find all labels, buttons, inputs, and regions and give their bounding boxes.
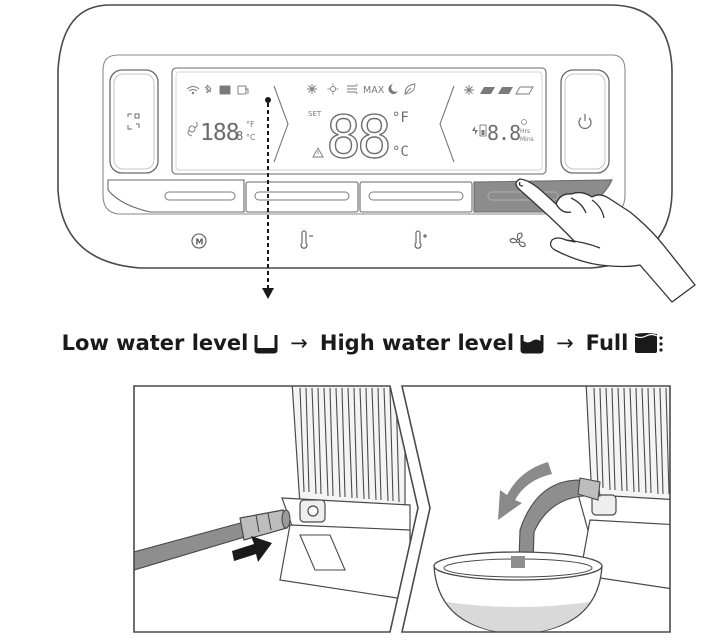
- left-chevron: [273, 85, 289, 163]
- left-temp-digits: 188: [200, 120, 239, 146]
- left-temp-small-digit: 8: [236, 129, 243, 143]
- swap-icon: [127, 113, 140, 130]
- warning-icon: [312, 147, 324, 158]
- left-side-button[interactable]: [109, 69, 159, 174]
- fan-speed-icon: [464, 85, 534, 95]
- mode-button[interactable]: [164, 191, 236, 201]
- fan-icon: [509, 232, 526, 248]
- arrow-1: →: [290, 331, 308, 355]
- high-water-level-label: High water level: [319, 331, 515, 355]
- high-water-icon: [520, 335, 544, 354]
- bluetooth-icon: [204, 84, 212, 94]
- power-icon: [578, 114, 592, 129]
- timer-icon: [521, 119, 527, 125]
- sun-icon: [327, 83, 339, 95]
- hrs-label: Hrs: [520, 128, 530, 135]
- full-water-icon: [635, 333, 663, 353]
- status-icons: [186, 84, 249, 95]
- max-label: MAX: [363, 85, 385, 96]
- temp-down-button[interactable]: [254, 191, 350, 201]
- water-tank-icon: [219, 85, 231, 95]
- hose-connect-panel: [133, 385, 419, 633]
- timer-digits: 8.8: [487, 121, 520, 145]
- temp-down-icon: [300, 230, 313, 249]
- lcd-display: [171, 67, 547, 175]
- svg-text:M: M: [196, 238, 204, 247]
- set-label: SET: [308, 110, 322, 118]
- fan-humidity-icon: [187, 121, 198, 137]
- clean-filter-icon: [237, 85, 249, 95]
- control-panel-illustration: 188 8 °F °C MAX SET 88 °F °C 8.8 Hrs Min…: [57, 4, 696, 303]
- pointing-hand: [515, 178, 696, 303]
- main-unit-c: °C: [392, 144, 409, 160]
- temp-up-button[interactable]: [368, 191, 464, 201]
- low-water-level-label: Low water level: [61, 331, 249, 355]
- main-unit-f: °F: [392, 110, 409, 126]
- mode-icons: [307, 83, 358, 95]
- leaf-icon: [404, 83, 416, 95]
- arrow-2: →: [556, 331, 574, 355]
- low-water-icon: [254, 335, 278, 354]
- water-level-caption: Low water level → High water level → Ful…: [0, 326, 726, 360]
- drain-hose: [134, 521, 249, 571]
- mins-label: Mins: [520, 136, 534, 143]
- full-label: Full: [585, 331, 629, 355]
- water-in-bowl: [446, 602, 590, 632]
- unit-f-small: °F: [246, 120, 255, 129]
- wifi-icon: [186, 86, 200, 95]
- dotted-indicator-arrow: [262, 97, 274, 299]
- bowl: [433, 551, 603, 632]
- drain-to-bowl-panel: [400, 385, 671, 633]
- right-chevron: [439, 85, 455, 163]
- main-temp-digits: 88: [326, 103, 389, 171]
- drainage-illustration: [133, 385, 671, 633]
- flow-arrow-icon: [498, 462, 552, 520]
- mode-icon: M: [191, 233, 207, 249]
- snowflake-icon: [307, 84, 317, 94]
- power-button[interactable]: [560, 69, 610, 174]
- moon-icon: [388, 84, 398, 94]
- temp-up-icon: [414, 230, 427, 249]
- push-arrow-icon: [232, 536, 272, 562]
- wind-icon: [347, 83, 358, 95]
- battery-icon: [472, 124, 487, 137]
- unit-c-small: °C: [246, 133, 256, 142]
- device-body-outline: [57, 4, 673, 269]
